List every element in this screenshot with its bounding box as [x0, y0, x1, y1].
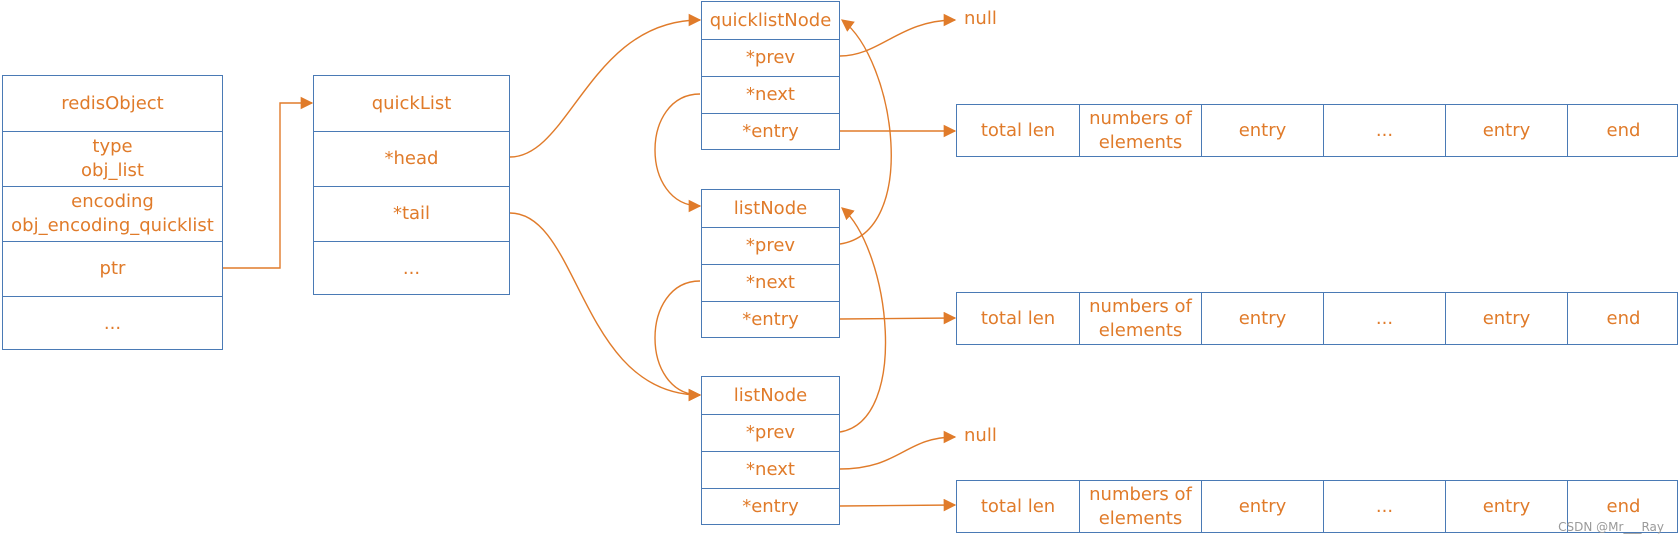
arrow-node1-prev-to-node0	[839, 19, 892, 245]
arrow-head-to-quicklistnode	[509, 13, 702, 158]
node-prev: *prev	[702, 414, 839, 451]
arrow-node1-entry-to-ziplist1	[839, 311, 957, 325]
ziplist-end: end	[1567, 481, 1678, 532]
arrow-node0-next-to-node1	[654, 93, 702, 213]
ziplist-dots: ...	[1323, 481, 1445, 532]
arrow-node1-next-to-node2	[654, 280, 702, 402]
arrow-node2-entry-to-ziplist2	[839, 498, 957, 512]
quicklist-title: quickList	[371, 92, 452, 114]
quicklist-head: *head	[314, 131, 509, 186]
ziplist-end: end	[1567, 293, 1678, 344]
node-next: *next	[702, 264, 839, 301]
arrow-tail-to-listnode2	[509, 212, 702, 402]
null-label-bottom: null	[964, 425, 997, 446]
list-node-box-2: listNode *prev *next *entry	[701, 376, 840, 525]
ziplist-total-len: total len	[980, 307, 1056, 329]
ziplist-entry: entry	[1445, 105, 1567, 156]
node-prev: *prev	[702, 39, 839, 76]
redis-object-more: ...	[3, 296, 222, 351]
ziplist-end: end	[1567, 105, 1678, 156]
arrow-node2-prev-to-node1	[839, 207, 887, 433]
node-entry: *entry	[702, 301, 839, 338]
redis-object-title: redisObject	[61, 92, 164, 114]
null-label-top: null	[964, 8, 997, 29]
node-entry: *entry	[702, 488, 839, 525]
quicklist-tail: *tail	[314, 186, 509, 241]
redis-object-ptr: ptr	[3, 241, 222, 296]
quicklist-box: quickList *head *tail ...	[313, 75, 510, 295]
ziplist-dots: ...	[1323, 293, 1445, 344]
ziplist-total-len: total len	[980, 495, 1056, 517]
ziplist-entry: entry	[1201, 481, 1323, 532]
node-entry: *entry	[702, 113, 839, 150]
ziplist-dots: ...	[1323, 105, 1445, 156]
node-prev: *prev	[702, 227, 839, 264]
list-node-box-1: listNode *prev *next *entry	[701, 189, 840, 338]
ziplist-entry: entry	[1201, 293, 1323, 344]
ziplist-total-len: total len	[980, 119, 1056, 141]
node-title: quicklistNode	[709, 9, 832, 31]
node-title: listNode	[733, 384, 808, 406]
node-next: *next	[702, 76, 839, 113]
node-next: *next	[702, 451, 839, 488]
quicklist-node-box: quicklistNode *prev *next *entry	[701, 1, 840, 150]
ziplist-entry: entry	[1445, 481, 1567, 532]
node-title: listNode	[733, 197, 808, 219]
arrow-node2-next-to-null	[839, 430, 957, 470]
quicklist-more: ...	[314, 241, 509, 296]
watermark: CSDN @Mr___Ray	[1558, 520, 1664, 534]
arrow-ptr-to-quicklist	[222, 96, 314, 269]
arrow-node0-prev-to-null	[839, 13, 957, 57]
ziplist-entry: entry	[1201, 105, 1323, 156]
ziplist-entry: entry	[1445, 293, 1567, 344]
